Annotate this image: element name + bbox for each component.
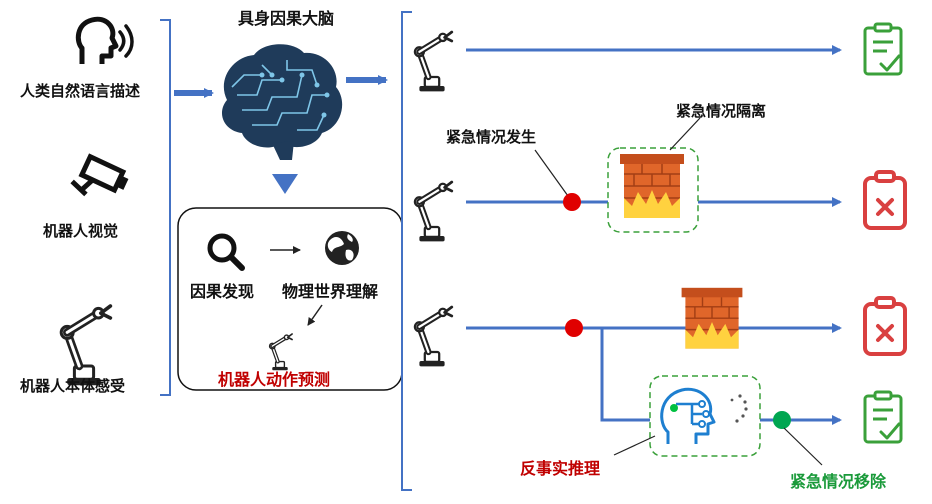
arrow-physics-to-prediction bbox=[307, 304, 323, 326]
row3-event-dot bbox=[565, 319, 583, 337]
row2-fail-icon bbox=[863, 170, 907, 230]
speech-icon bbox=[75, 16, 134, 64]
camera-icon bbox=[70, 153, 129, 197]
emergency-removal-label: 紧急情况移除 bbox=[790, 472, 887, 491]
vision-label: 机器人视觉 bbox=[43, 222, 119, 240]
magnifier-icon bbox=[207, 233, 245, 271]
physics-understanding-label: 物理世界理解 bbox=[282, 282, 379, 301]
action-prediction-label: 机器人动作预测 bbox=[218, 370, 331, 389]
loading-dots-icon bbox=[730, 394, 748, 423]
emergency-occurs-label: 紧急情况发生 bbox=[446, 128, 537, 146]
globe-icon bbox=[325, 231, 359, 265]
row2-event-dot bbox=[563, 193, 581, 211]
speech-label: 人类自然语言描述 bbox=[20, 82, 141, 100]
robot-arm-icon bbox=[61, 306, 110, 385]
row1-success-icon bbox=[863, 22, 903, 76]
isolation-label-pointer bbox=[669, 117, 701, 151]
row3-success-icon bbox=[863, 390, 903, 444]
row3-robot-icon bbox=[415, 307, 452, 366]
proprioception-label: 机器人本体感受 bbox=[20, 377, 126, 395]
counterfactual-label-pointer bbox=[613, 435, 656, 456]
row2-robot-icon bbox=[415, 182, 452, 241]
row2-label-pointer bbox=[534, 149, 569, 197]
right-bracket bbox=[401, 11, 412, 491]
row3-fail-icon bbox=[863, 296, 907, 356]
removal-dot bbox=[773, 411, 791, 429]
removal-label-pointer bbox=[783, 427, 823, 466]
ai-head-icon bbox=[660, 387, 716, 444]
row3-firewall-icon bbox=[680, 287, 744, 350]
brain-icon bbox=[221, 44, 343, 160]
counterfactual-label: 反事实推理 bbox=[520, 459, 601, 478]
left-bracket bbox=[160, 19, 171, 396]
brain-title: 具身因果大脑 bbox=[238, 9, 335, 28]
row2-firewall-icon bbox=[619, 153, 685, 219]
emergency-isolation-label: 紧急情况隔离 bbox=[676, 102, 767, 120]
down-arrow bbox=[272, 174, 298, 194]
row1-robot-icon bbox=[415, 32, 452, 91]
branch-line bbox=[600, 328, 842, 425]
causal-discovery-label: 因果发现 bbox=[190, 282, 255, 301]
